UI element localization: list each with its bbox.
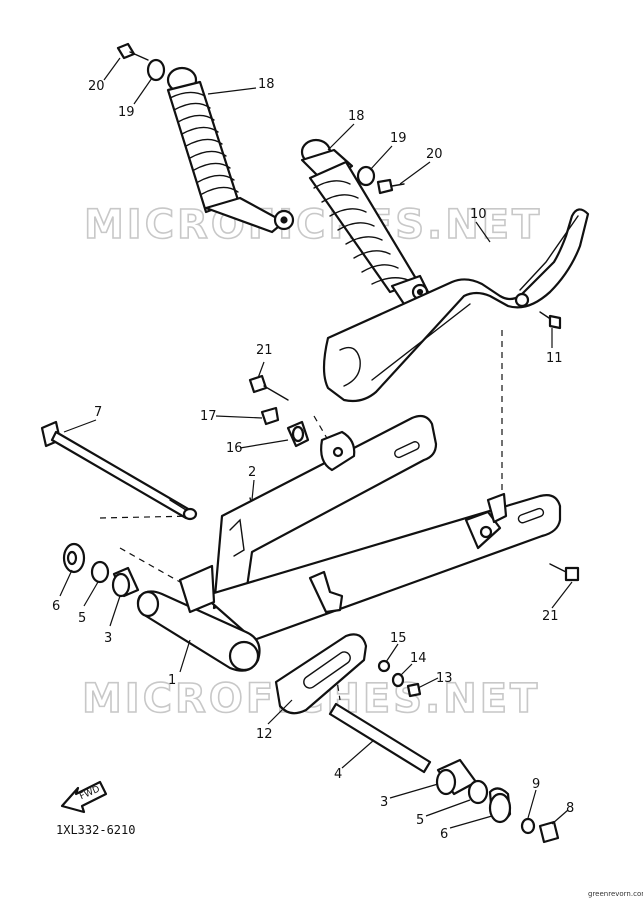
part-8-nut <box>538 820 560 844</box>
callout-11: 11 <box>546 351 563 366</box>
callout-3a: 3 <box>104 631 112 646</box>
callout-19a: 19 <box>118 105 135 120</box>
part-16-bracket <box>286 420 310 448</box>
callout-21b: 21 <box>542 609 559 624</box>
callout-6a: 6 <box>52 599 60 614</box>
callout-19b: 19 <box>390 131 407 146</box>
part-10-chain-case <box>322 208 590 403</box>
callout-12: 12 <box>256 727 273 742</box>
part-5-washer-left <box>90 560 110 584</box>
credit-text: greenrevorn.com <box>588 890 643 898</box>
part-code: 1XL332-6210 <box>56 823 135 837</box>
leader-lines <box>59 57 573 829</box>
part-11-bolt <box>539 311 562 330</box>
callout-15: 15 <box>390 631 407 646</box>
callout-4: 4 <box>334 767 342 782</box>
part-7-pivot-shaft <box>40 420 198 521</box>
guide-line-4 <box>99 515 195 519</box>
fwd-arrow: FWD <box>60 780 108 814</box>
watermark-top: MICROFICHES.NET <box>84 202 542 248</box>
callout-5b: 5 <box>416 813 424 828</box>
part-6-seal-left <box>62 542 86 574</box>
part-5-washer-right <box>467 779 489 805</box>
callout-7: 7 <box>94 405 102 420</box>
callout-16: 16 <box>226 441 243 456</box>
part-12-chain-guide <box>274 633 368 715</box>
callout-10: 10 <box>470 207 487 222</box>
part-6-seal-right <box>488 787 512 824</box>
callout-9: 9 <box>532 777 540 792</box>
part-18-shock-left <box>166 66 295 234</box>
part-20-bolt-left <box>116 42 149 61</box>
part-4-shaft <box>328 702 432 774</box>
callout-2: 2 <box>248 465 256 480</box>
part-20-bolt-right <box>376 178 405 195</box>
callout-6b: 6 <box>440 827 448 842</box>
part-3-bushing-left <box>111 566 140 598</box>
callout-20b: 20 <box>426 147 443 162</box>
part-14-washer <box>391 672 405 688</box>
guide-line-1 <box>313 415 329 441</box>
part-17-nut <box>260 406 280 426</box>
callout-1: 1 <box>168 673 176 688</box>
part-1-swing-arm <box>136 414 562 672</box>
callout-14: 14 <box>410 651 427 666</box>
part-19-washer-right <box>356 165 376 187</box>
callout-17: 17 <box>200 409 217 424</box>
part-13-screw <box>406 682 422 698</box>
part-15-collar <box>377 659 391 673</box>
part-21-bolt-lower <box>549 563 580 582</box>
callout-13: 13 <box>436 671 453 686</box>
callout-numbers: 20 19 18 18 19 20 10 11 21 17 16 2 7 6 5… <box>52 77 574 842</box>
callout-20a: 20 <box>88 79 105 94</box>
callout-5a: 5 <box>78 611 86 626</box>
callout-3b: 3 <box>380 795 388 810</box>
callout-18b: 18 <box>348 109 365 124</box>
part-21-bolt-upper <box>248 374 289 401</box>
callout-8: 8 <box>566 801 574 816</box>
part-9-washer <box>520 817 536 835</box>
callout-21a: 21 <box>256 343 273 358</box>
part-19-washer-left <box>146 58 166 82</box>
callout-18a: 18 <box>258 77 275 92</box>
